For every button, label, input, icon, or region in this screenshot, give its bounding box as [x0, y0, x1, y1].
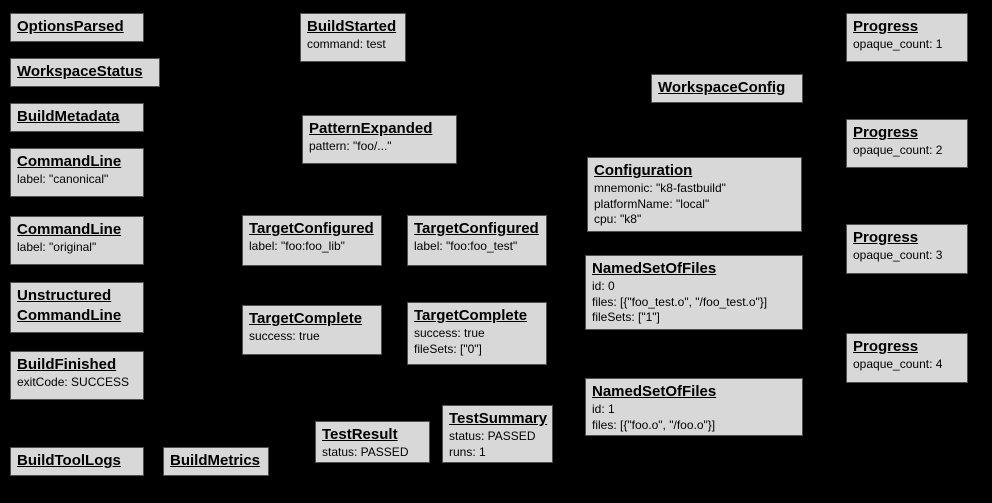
node-title: Configuration — [594, 162, 693, 179]
node-title: OptionsParsed — [17, 18, 124, 35]
node-field: fileSets: ["0"] — [414, 341, 482, 356]
event-node-BuildFinished: BuildFinished exitCode: SUCCESS — [10, 351, 144, 400]
node-field: fileSets: ["1"] — [592, 310, 660, 324]
node-field: exitCode: SUCCESS — [17, 375, 130, 389]
node-field: command: test — [307, 37, 386, 51]
node-field: id: 0 — [592, 279, 615, 293]
node-title: TargetConfigured — [249, 220, 374, 237]
event-node-BuildMetadata: BuildMetadata — [10, 103, 144, 132]
node-field: pattern: "foo/..." — [309, 139, 392, 153]
event-node-Progress-4: Progress opaque_count: 4 — [846, 333, 968, 383]
node-title: BuildStarted — [307, 18, 397, 35]
event-node-PatternExpanded: PatternExpanded pattern: "foo/..." — [302, 115, 457, 164]
node-field: success: true — [414, 326, 485, 340]
event-node-Configuration: Configuration mnemonic: "k8-fastbuild"pla… — [587, 157, 802, 232]
node-title: CommandLine — [17, 153, 122, 170]
event-node-BuildStarted: BuildStarted command: test — [300, 13, 406, 62]
node-title: BuildMetadata — [17, 108, 120, 125]
node-field: id: 1 — [592, 402, 615, 416]
node-title: Progress — [853, 18, 919, 35]
node-title: NamedSetOfFiles — [592, 383, 717, 400]
node-field: opaque_count: 2 — [853, 143, 943, 157]
event-node-CommandLine-canonical: CommandLine label: "canonical" — [10, 148, 144, 197]
node-field: runs: 1 — [449, 444, 486, 459]
event-node-CommandLine-original: CommandLine label: "original" — [10, 216, 144, 265]
event-node-Progress-3: Progress opaque_count: 3 — [846, 224, 968, 274]
node-title: BuildMetrics — [170, 452, 261, 469]
event-node-WorkspaceConfig: WorkspaceConfig — [651, 74, 803, 103]
event-node-WorkspaceStatus: WorkspaceStatus — [10, 58, 160, 87]
node-title: Progress — [853, 229, 919, 246]
node-field: opaque_count: 3 — [853, 248, 943, 262]
node-title: WorkspaceConfig — [658, 79, 786, 96]
node-field: opaque_count: 1 — [853, 37, 943, 51]
node-title: BuildToolLogs — [17, 452, 121, 469]
event-node-TestResult: TestResult status: PASSED — [315, 421, 430, 463]
event-node-Progress-2: Progress opaque_count: 2 — [846, 119, 968, 168]
node-field: opaque_count: 4 — [853, 357, 943, 371]
node-field: files: [{"foo_test.o", "/foo_test.o"}] — [592, 294, 768, 309]
node-title: Progress — [853, 124, 919, 141]
node-field: mnemonic: "k8-fastbuild" — [594, 181, 726, 195]
event-node-BuildToolLogs: BuildToolLogs — [10, 447, 144, 476]
event-node-Progress-1: Progress opaque_count: 1 — [846, 13, 968, 62]
node-title: TargetConfigured — [414, 220, 539, 237]
node-title: TargetComplete — [249, 310, 363, 327]
event-node-TargetComplete-foo_lib: TargetComplete success: true — [242, 305, 382, 355]
node-title: TargetComplete — [414, 307, 528, 324]
node-title: TestResult — [322, 426, 398, 443]
node-field: platformName: "local" — [594, 196, 710, 211]
node-field: label: "foo:foo_test" — [414, 239, 518, 253]
node-title: BuildFinished — [17, 356, 117, 373]
node-title: PatternExpanded — [309, 120, 433, 137]
node-field: label: "canonical" — [17, 172, 109, 186]
event-node-TargetConfigured-foo_lib: TargetConfigured label: "foo:foo_lib" — [242, 215, 382, 266]
node-title: Progress — [853, 338, 919, 355]
node-field: cpu: "k8" — [594, 212, 642, 226]
event-node-BuildMetrics: BuildMetrics — [163, 447, 269, 476]
node-field: files: [{"foo.o", "/foo.o"}] — [592, 417, 716, 432]
node-field: status: PASSED — [449, 429, 536, 443]
node-title: NamedSetOfFiles — [592, 260, 717, 277]
node-title: TestSummary — [449, 410, 548, 427]
node-title: WorkspaceStatus — [17, 63, 143, 80]
node-field: label: "foo:foo_lib" — [249, 239, 345, 253]
node-field: success: true — [249, 329, 320, 343]
event-node-TargetConfigured-foo_test: TargetConfigured label: "foo:foo_test" — [407, 215, 547, 266]
node-title: CommandLine — [17, 221, 122, 238]
event-node-OptionsParsed: OptionsParsed — [10, 13, 144, 42]
node-field: status: PASSED — [322, 445, 409, 459]
node-field: label: "original" — [17, 240, 97, 254]
